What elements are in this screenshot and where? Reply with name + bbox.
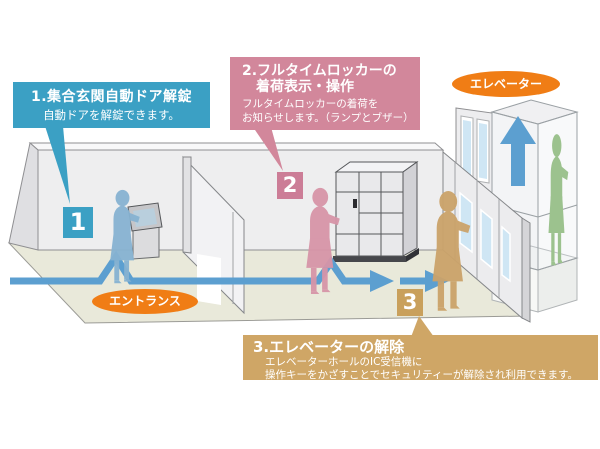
- lobby-window-pane: [479, 123, 487, 179]
- intercom-kiosk: [127, 202, 163, 260]
- up-arrow-head: [500, 116, 536, 144]
- locker-display-panel: [353, 199, 357, 208]
- left-wall: [8, 142, 39, 251]
- locker-base: [333, 256, 406, 262]
- callout3-pointer: [411, 316, 434, 337]
- marker-step2: 2: [277, 172, 303, 199]
- route-line: [10, 250, 372, 285]
- callout-step2-body-line2: お知らせします。（ランプとブザー）: [242, 111, 414, 124]
- callout-step2-body-line1: フルタイムロッカーの着荷を: [242, 98, 379, 111]
- callout1-pointer: [45, 126, 70, 204]
- kiosk-body: [132, 225, 160, 260]
- automatic-door: [182, 155, 245, 315]
- callout-step3: 3.エレベーターの解除 エレベーターホールのIC受信機に 操作キーをかざすことで…: [243, 335, 598, 382]
- up-arrow-shaft: [511, 142, 525, 186]
- callout-step1-body: 自動ドアを解錠できます。: [43, 108, 180, 122]
- callout-step2: 2.フルタイムロッカーの 着荷表示・操作 フルタイムロッカーの着荷を お知らせし…: [230, 57, 420, 130]
- callout-step1-title: 1.集合玄関自動ドア解錠: [30, 89, 193, 105]
- callout2-pointer: [253, 127, 283, 171]
- callout-step2-title-line2: 着荷表示・操作: [256, 79, 354, 96]
- full-time-locker: [333, 161, 419, 262]
- route-arrow-head: [370, 270, 394, 292]
- callout-step2-title-line1: 2.フルタイムロッカーの: [242, 63, 397, 79]
- elevator-doors-wall: [442, 150, 531, 323]
- marker-step3: 3: [397, 289, 423, 316]
- marker-step1: 1: [63, 207, 93, 238]
- callout-step1: 1.集合玄関自動ドア解錠 自動ドアを解錠できます。: [13, 82, 210, 128]
- callout-step2-body: フルタイムロッカーの着荷を お知らせします。（ランプとブザー）: [242, 98, 420, 125]
- lobby-window-pane: [463, 120, 471, 176]
- elevator-door-window: [501, 225, 511, 283]
- callout-step3-title: 3.エレベーターの解除: [253, 338, 405, 356]
- callout-step3-body: エレベーターホールのIC受信機に 操作キーをかざすことでセキュリティーが解除され…: [253, 356, 598, 382]
- door-jamb: [182, 156, 192, 254]
- up-arrow: [500, 116, 536, 186]
- hall-wall-edge: [521, 217, 531, 323]
- callout-step3-body-line1: エレベーターホールのIC受信機に: [265, 356, 423, 368]
- kiosk-screen: [133, 208, 157, 227]
- locker-base-side: [406, 248, 419, 262]
- label-entrance: エントランス: [92, 289, 198, 314]
- locker-side: [402, 161, 418, 257]
- elevator-door-window: [480, 208, 493, 270]
- wall-top-edge: [28, 142, 445, 151]
- locker-front: [335, 171, 404, 257]
- label-elevator: エレベーター: [452, 71, 560, 97]
- callout-step3-body-line2: 操作キーをかざすことでセキュリティーが解除され利用できます。: [265, 369, 579, 382]
